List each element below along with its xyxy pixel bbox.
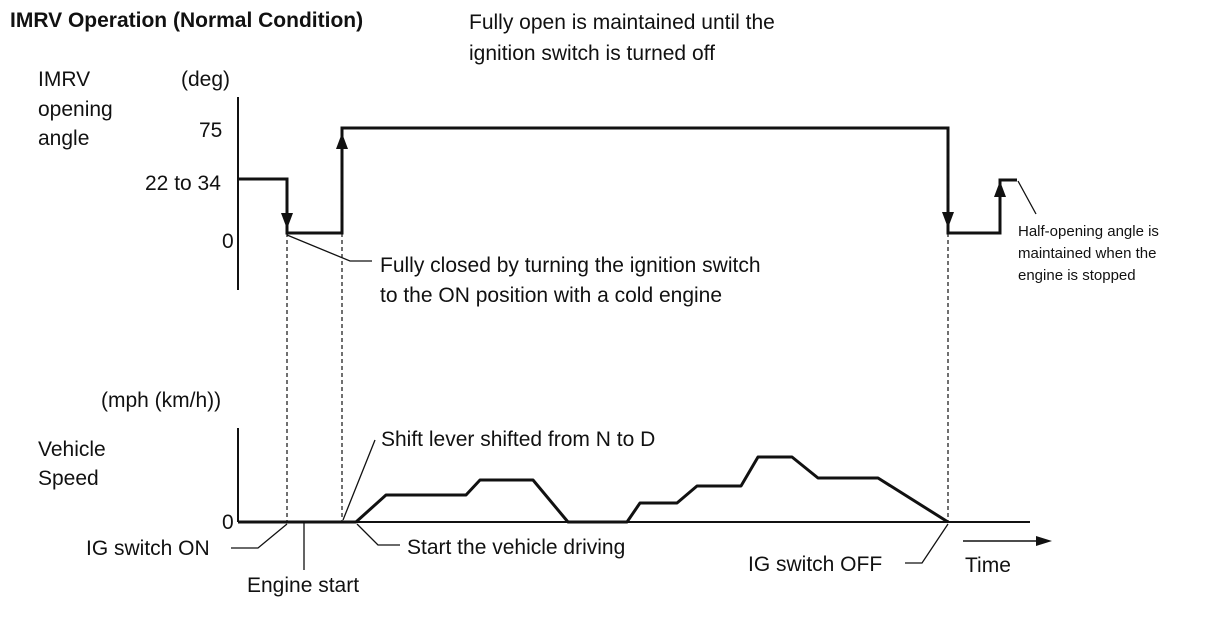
speed-axis-label-line-2: Speed — [38, 467, 99, 490]
time-arrow-head — [1036, 536, 1052, 546]
tick-label-0-lower: 0 — [222, 511, 234, 534]
tick-label-75: 75 — [199, 119, 222, 142]
imrv-axis-label-line-3: angle — [38, 127, 89, 150]
ig-on-label: IG switch ON — [86, 537, 210, 560]
half-open-note-line-1: Half-opening angle is — [1018, 223, 1159, 240]
ig-off-leader — [905, 523, 949, 564]
speed-axis-unit: (mph (km/h)) — [101, 389, 221, 412]
shift-lever-leader — [342, 439, 376, 521]
half-open-note-line-3: engine is stopped — [1018, 267, 1136, 284]
ig-on-leader — [231, 523, 288, 549]
fully-closed-leader — [286, 234, 372, 262]
fully-closed-note-line-1: Fully closed by turning the ignition swi… — [380, 254, 761, 277]
half-open-note-line-2: maintained when the — [1018, 245, 1156, 262]
shift-lever-note: Shift lever shifted from N to D — [381, 428, 655, 451]
start-driving-leader — [356, 523, 400, 546]
vehicle-speed-trace — [238, 455, 949, 524]
arrow-up-half-open-head — [994, 181, 1006, 197]
half-open-leader — [1017, 180, 1037, 215]
start-driving-label: Start the vehicle driving — [407, 536, 625, 559]
engine-start-label: Engine start — [247, 574, 359, 597]
ig-off-label: IG switch OFF — [748, 553, 882, 576]
tick-label-22-to-34: 22 to 34 — [145, 172, 221, 195]
imrv-axis-label-line-2: opening — [38, 98, 113, 121]
arrow-up-opening-head — [336, 133, 348, 149]
imrv-axis-label-line-1: IMRV — [38, 68, 90, 91]
diagram-title: IMRV Operation (Normal Condition) — [10, 9, 363, 32]
imrv-angle-trace — [238, 126, 1017, 235]
top-note-line-1: Fully open is maintained until the — [469, 11, 775, 34]
arrow-down-closing-head — [281, 213, 293, 229]
time-label: Time — [965, 554, 1011, 577]
fully-closed-note-line-2: to the ON position with a cold engine — [380, 284, 722, 307]
tick-label-0-upper: 0 — [222, 230, 234, 253]
imrv-axis-unit: (deg) — [181, 68, 230, 91]
speed-axis-label-line-1: Vehicle — [38, 438, 106, 461]
top-note-line-2: ignition switch is turned off — [469, 42, 715, 65]
